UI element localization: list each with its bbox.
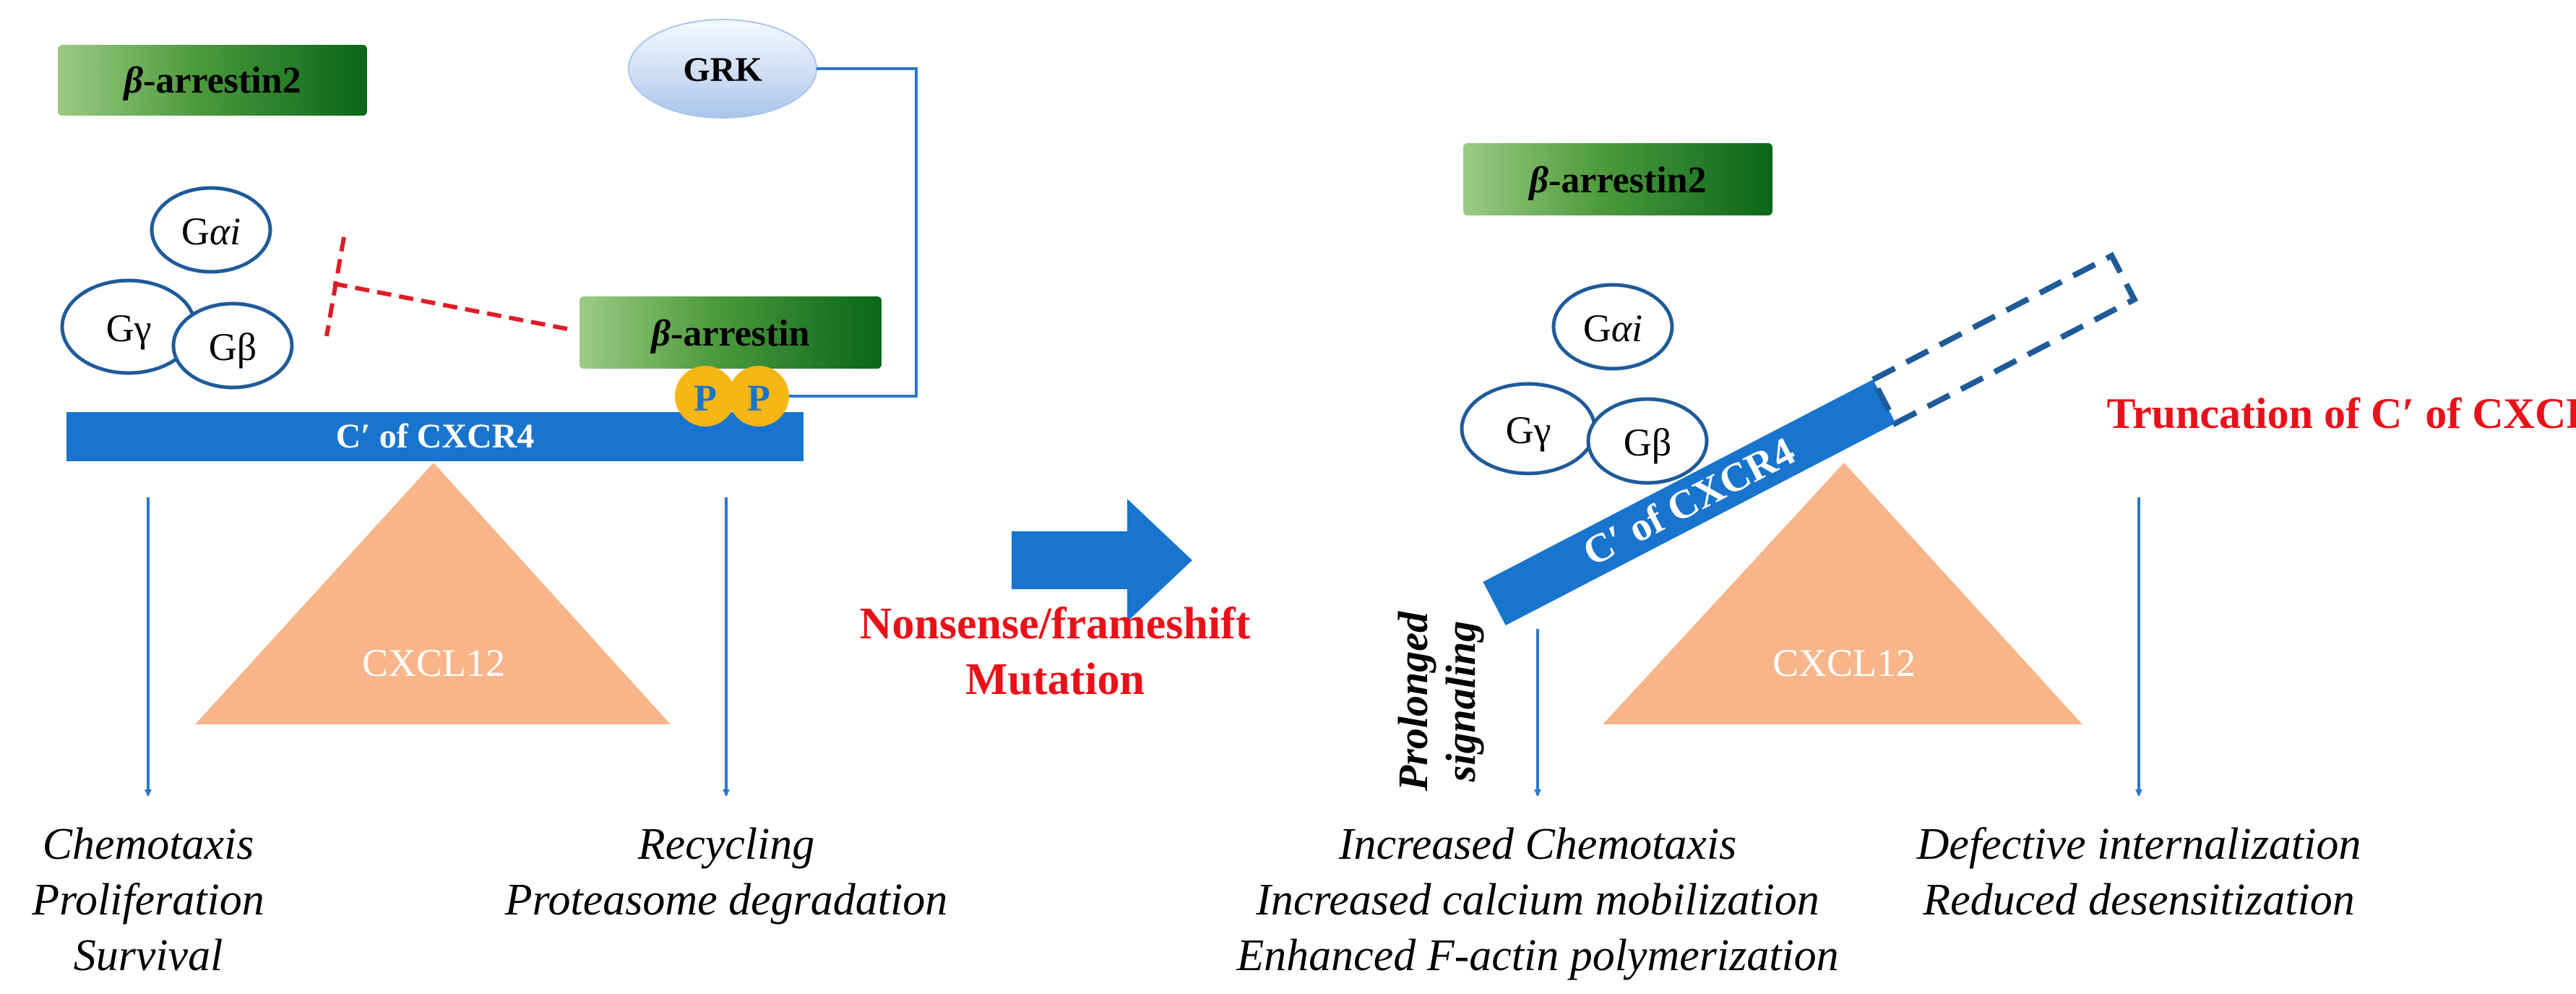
outcome-f-actin: Enhanced F-actin polymerization [1236,931,1838,980]
grk-label: GRK [683,51,762,89]
right-outcomes-col1: Increased Chemotaxis Increased calcium m… [1236,820,1838,980]
left-g-beta: Gβ [171,301,294,390]
outcome-increased-chemotaxis: Increased Chemotaxis [1338,820,1736,869]
arrestin-inhibition-line [324,236,568,337]
outcome-proteasome: Proteasome degradation [504,875,947,925]
svg-text:β-arrestin2: β-arrestin2 [1528,160,1706,201]
left-g-gamma: Gγ [60,278,197,375]
beta-arrestin-badge: β-arrestin [580,296,882,369]
prolonged-line-1: Prolonged [1390,611,1436,792]
left-beta-arrestin2-badge: β-arrestin2 [58,45,367,116]
right-arrestin2-greek: β [1528,160,1548,201]
svg-text:Gαi: Gαi [181,210,241,253]
right-g-beta: Gβ [1586,397,1709,485]
prolonged-line-2: signaling [1437,621,1484,782]
truncation-label: Truncation of C′ of CXCR4 [2106,390,2576,437]
phospho-label-2: P [747,378,770,419]
right-ligand-label: CXCL12 [1772,641,1916,685]
mutation-transition-arrow [1012,499,1192,622]
svg-text:Gβ: Gβ [1624,421,1671,464]
left-ligand-label: CXCL12 [362,641,505,685]
svg-text:Gαi: Gαi [1583,307,1642,350]
outcome-calcium-mobilization: Increased calcium mobilization [1255,875,1819,925]
svg-text:Gβ: Gβ [209,325,257,369]
right-g-alpha-i: Gαi [1551,283,1674,371]
svg-text:Gγ: Gγ [106,307,152,350]
truncated-tail-outline [1869,252,2139,427]
arrestin-label: -arrestin [671,313,810,354]
prolonged-signaling-label: Prolonged signaling [1390,611,1484,792]
svg-text:β-arrestin2: β-arrestin2 [122,60,301,101]
svg-text:β-arrestin: β-arrestin [650,313,809,354]
left-cxcl12-ligand: CXCL12 [195,463,671,724]
phospho-label-1: P [694,378,717,419]
phosphate-group: P P [675,366,789,427]
left-g-alpha-i: Gαi [150,186,272,274]
left-outcomes-col2: Recycling Proteasome degradation [504,820,947,925]
mutation-line-2: Mutation [965,655,1145,704]
mutation-label: Nonsense/frameshift Mutation [860,599,1251,704]
right-g-gamma: Gγ [1460,382,1597,476]
outcome-defective-internalization: Defective internalization [1916,820,2361,869]
left-arrestin2-greek: β [122,60,143,101]
grk-kinase: GRK [628,19,817,119]
outcome-chemotaxis: Chemotaxis [43,820,254,869]
outcome-reduced-desensitization: Reduced desensitization [1922,875,2354,925]
outcome-survival: Survival [74,931,223,980]
right-cxcl12-ligand: CXCL12 [1603,463,2082,724]
grk-phosphorylation-arrow [780,67,918,400]
right-outcomes-col2: Defective internalization Reduced desens… [1916,820,2361,925]
right-beta-arrestin2-badge: β-arrestin2 [1463,143,1772,215]
left-outcomes-col1: Chemotaxis Proliferation Survival [31,820,264,980]
mutation-line-1: Nonsense/frameshift [860,599,1251,648]
outcome-recycling: Recycling [637,820,814,869]
left-arrestin2-label: -arrestin2 [143,60,301,101]
left-receptor-bar: C′ of CXCR4 [66,412,804,461]
outcome-proliferation: Proliferation [31,875,264,925]
right-arrestin2-label: -arrestin2 [1548,160,1707,201]
arrestin-greek: β [650,313,671,354]
left-receptor-label: C′ of CXCR4 [336,417,535,455]
svg-text:Gγ: Gγ [1506,408,1551,452]
